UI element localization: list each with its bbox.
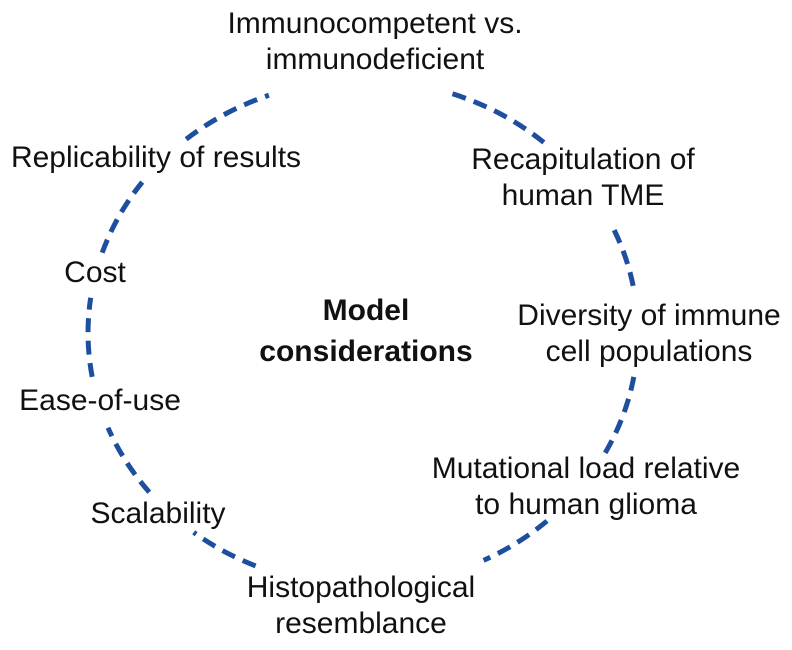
arc-right-lower-segment <box>599 376 637 461</box>
node-label-cost: Cost <box>64 256 126 289</box>
node-label-histopathological: Histopathological resemblance <box>246 571 476 640</box>
node-label-scalability: Scalability <box>90 497 226 530</box>
arc-left-upper-segment <box>99 179 146 254</box>
node-label-immune-diversity: Diversity of immune cell populations <box>517 299 781 368</box>
arc-bottom-right-segment <box>482 519 549 563</box>
node-label-ease-of-use: Ease-of-use <box>19 384 181 417</box>
arc-right-upper-segment <box>611 229 638 294</box>
node-label-mutational-load: Mutational load relative to human glioma <box>431 452 741 521</box>
arc-left-lower-segment <box>105 426 152 494</box>
arc-top-left-segment <box>184 92 270 142</box>
node-label-immunocompetent: Immunocompetent vs. immunodeficient <box>227 7 523 76</box>
arc-bottom-left-segment <box>192 530 257 569</box>
arc-top-right-segment <box>451 91 549 147</box>
node-label-recapitulation-tme: Recapitulation of human TME <box>471 143 695 212</box>
node-label-replicability: Replicability of results <box>10 141 302 174</box>
arc-left-segment <box>85 297 95 378</box>
center-title: Model considerations <box>259 294 473 368</box>
